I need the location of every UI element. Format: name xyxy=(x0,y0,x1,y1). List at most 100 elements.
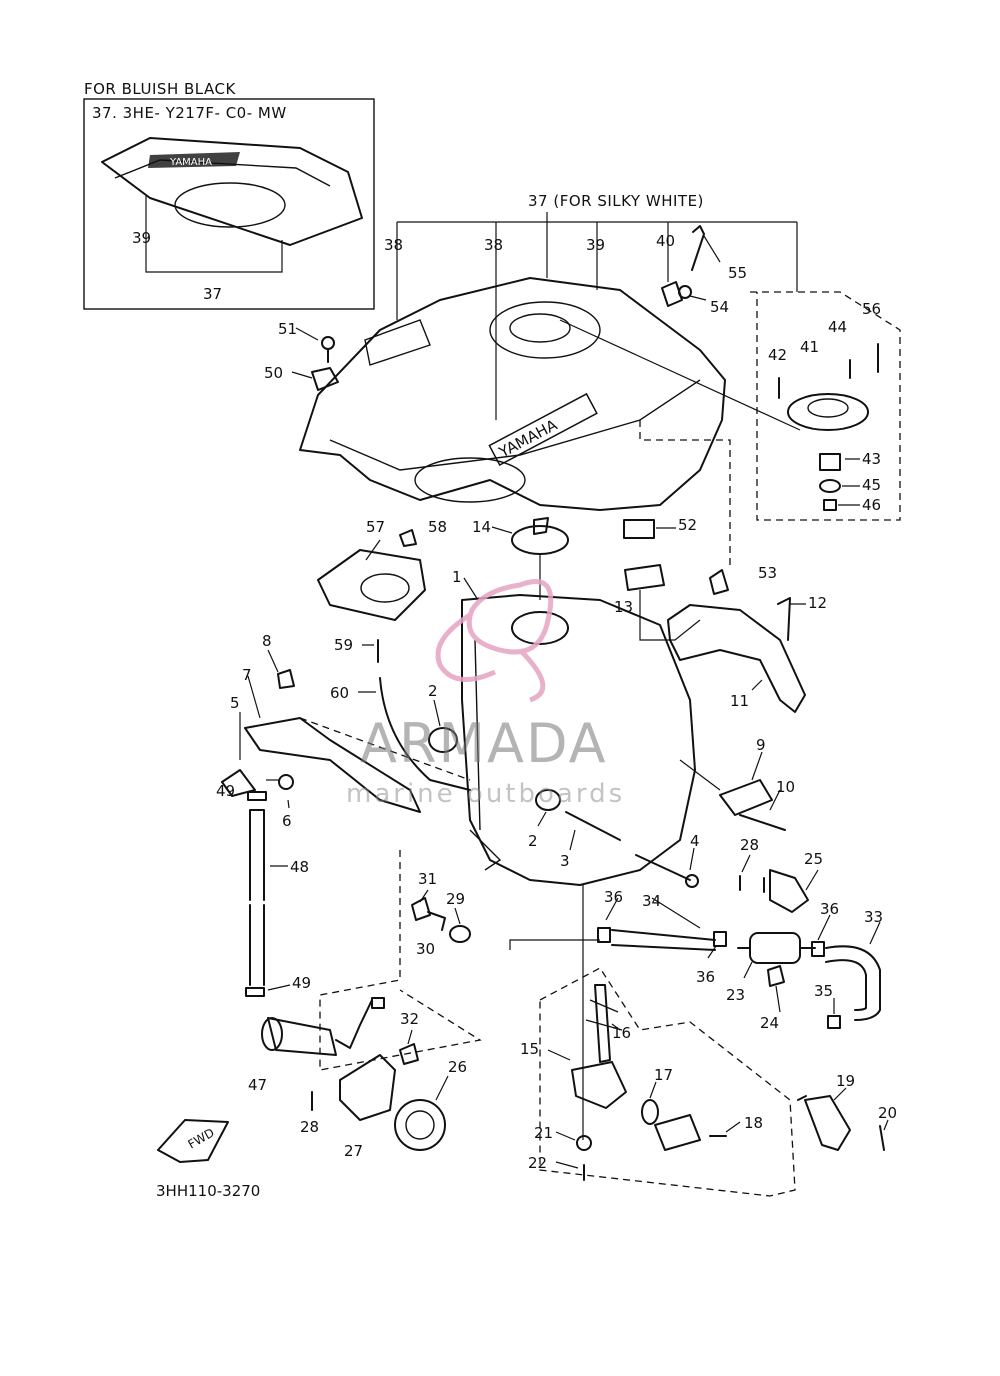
pump-bracket-27 xyxy=(339,1054,396,1121)
clip-24 xyxy=(767,965,785,987)
cover-leaders xyxy=(396,222,598,420)
leaders-26-32 xyxy=(407,1029,449,1101)
damper-2a xyxy=(428,727,458,753)
leaders-59-60 xyxy=(358,644,376,693)
hose-60 xyxy=(379,677,471,791)
callout-56: 56 xyxy=(862,300,881,318)
plate-18 xyxy=(654,1114,701,1151)
leaders-9-10 xyxy=(679,751,781,811)
tank-side-seam xyxy=(474,639,481,831)
callout-49b: 49 xyxy=(292,974,311,992)
callout-2a: 2 xyxy=(428,682,438,700)
petcock-dashed-box xyxy=(539,967,796,1197)
watermark-logo-icon xyxy=(435,579,554,703)
main-header-group: 37 (FOR SILKY WHITE) xyxy=(396,192,798,292)
leader-14 xyxy=(491,526,513,534)
leader-4 xyxy=(689,847,695,871)
damper-43 xyxy=(819,453,841,471)
watermark: ARMADA marine outboards xyxy=(346,579,622,809)
fwd-arrow: FWD xyxy=(157,1119,229,1163)
fuel-tray-57 xyxy=(317,549,426,621)
bracket-11 xyxy=(667,604,806,713)
callout-42: 42 xyxy=(768,346,787,364)
callout-27: 27 xyxy=(344,1142,363,1160)
fuel-filter-23 xyxy=(737,932,816,964)
diagram-code: 3HH110-3270 xyxy=(156,1182,260,1200)
washer-21 xyxy=(576,1135,592,1151)
leaders-19-20 xyxy=(833,1087,889,1131)
callout-40: 40 xyxy=(656,232,675,250)
callout-16: 16 xyxy=(612,1024,631,1042)
leaders-2-3 xyxy=(433,699,576,851)
callout-10: 10 xyxy=(776,778,795,796)
o-ring-17 xyxy=(641,1099,659,1125)
callout-49a: 49 xyxy=(216,782,235,800)
leaders-50-51 xyxy=(291,327,319,379)
damper-9 xyxy=(719,779,773,816)
leaders-11-12 xyxy=(751,603,806,691)
leaders-29-31 xyxy=(419,889,461,925)
callout-50: 50 xyxy=(264,364,283,382)
callout-38b: 38 xyxy=(484,236,503,254)
callout-57: 57 xyxy=(366,518,385,536)
inset-leader xyxy=(145,196,283,273)
callout-34: 34 xyxy=(642,892,661,910)
callout-35: 35 xyxy=(814,982,833,1000)
main-header: 37 (FOR SILKY WHITE) xyxy=(528,192,704,210)
clip-36c xyxy=(811,941,825,957)
fuel-tank-body xyxy=(461,594,696,886)
callout-12: 12 xyxy=(808,594,827,612)
clip-49-top xyxy=(247,791,267,801)
leaders-41-46 xyxy=(559,319,860,506)
inset-panel: FOR BLUISH BLACK 37. 3HE- Y217F- C0- MW … xyxy=(83,80,375,310)
leaders-48-49 xyxy=(267,865,291,991)
callout-9: 9 xyxy=(756,736,766,754)
callout-54: 54 xyxy=(710,298,729,316)
clip-35 xyxy=(827,1015,841,1029)
grommet-53 xyxy=(709,569,729,595)
damper-26 xyxy=(394,1099,446,1151)
hose-48-upper xyxy=(249,809,265,901)
callout-31: 31 xyxy=(418,870,437,888)
callout-20: 20 xyxy=(878,1104,897,1122)
callout-55: 55 xyxy=(728,264,747,282)
callout-44: 44 xyxy=(828,318,847,336)
callout-13: 13 xyxy=(614,598,633,616)
fuel-pump-47 xyxy=(261,997,385,1056)
inset-header: FOR BLUISH BLACK xyxy=(84,80,236,98)
callout-23: 23 xyxy=(726,986,745,1004)
clip-49-bottom xyxy=(245,987,265,997)
callout-39: 39 xyxy=(586,236,605,254)
washer-54 xyxy=(678,285,692,299)
leader-1 xyxy=(463,577,479,601)
cap-base-41 xyxy=(787,393,869,431)
bolt-10 xyxy=(739,814,786,831)
hose-48-lower xyxy=(249,904,265,986)
screw-55 xyxy=(691,225,705,271)
callout-22: 22 xyxy=(528,1154,547,1172)
inset-tank-panel xyxy=(101,137,363,246)
callout-15: 15 xyxy=(520,1040,539,1058)
damper-40 xyxy=(661,281,683,307)
callout-43: 43 xyxy=(862,450,881,468)
callout-4: 4 xyxy=(690,832,700,850)
screw-20 xyxy=(879,1125,885,1151)
callout-36c: 36 xyxy=(820,900,839,918)
hose-34 xyxy=(611,929,716,951)
callout-52: 52 xyxy=(678,516,697,534)
callout-18: 18 xyxy=(744,1114,763,1132)
knee-recess xyxy=(414,457,526,503)
pump-pipe-link xyxy=(509,939,600,950)
callout-24: 24 xyxy=(760,1014,779,1032)
damper-52 xyxy=(623,519,655,539)
fwd-text: FWD xyxy=(185,1125,216,1151)
bracket-7 xyxy=(244,717,421,813)
inset-part-code: 37. 3HE- Y217F- C0- MW xyxy=(92,104,287,122)
callout-32: 32 xyxy=(400,1010,419,1028)
callout-8: 8 xyxy=(262,632,272,650)
inset-frame xyxy=(83,98,375,310)
callout-36b: 36 xyxy=(696,968,715,986)
filler-opening-inner xyxy=(509,313,571,343)
fuel-tank-1 xyxy=(461,577,696,886)
